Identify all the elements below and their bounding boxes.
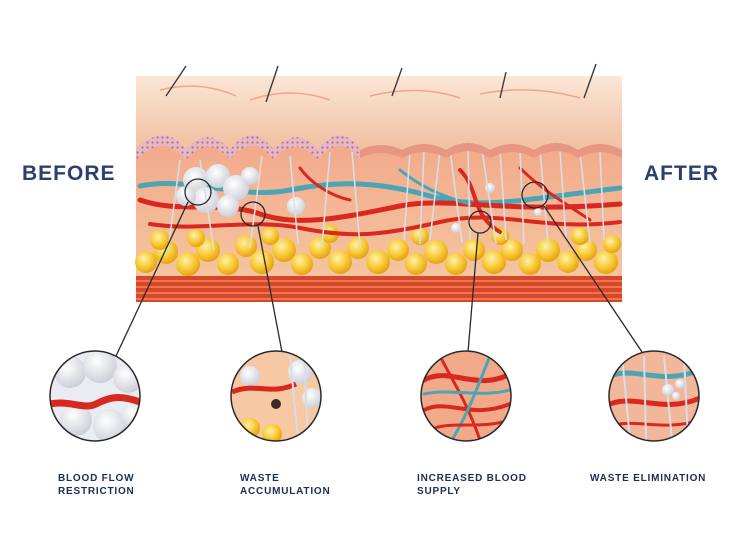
caption-waste-elimination: WASTE ELIMINATION	[590, 473, 707, 484]
before-label: BEFORE	[22, 162, 116, 185]
caption-waste-accumulation: WASTE ACCUMULATION	[240, 473, 331, 497]
cleared-vessel-icon	[608, 350, 700, 442]
fat-layer	[135, 225, 621, 276]
skin-block	[135, 63, 623, 302]
magnifier-rings	[184, 178, 549, 234]
after-label: AFTER	[644, 162, 719, 185]
waste-buildup	[176, 164, 542, 233]
leader-lines	[115, 201, 643, 357]
dense-vessel-network-icon	[420, 350, 512, 442]
fibers	[167, 149, 605, 251]
white-tissue-constricted-vessel-icon	[49, 350, 141, 442]
muscle-layer	[136, 276, 622, 302]
waste-buildup-icon	[230, 350, 322, 442]
caption-blood-flow-restriction: BLOOD FLOW RESTRICTION	[58, 473, 135, 497]
hairs	[165, 63, 597, 103]
caption-increased-blood-supply: INCREASED BLOOD SUPPLY	[417, 473, 527, 497]
